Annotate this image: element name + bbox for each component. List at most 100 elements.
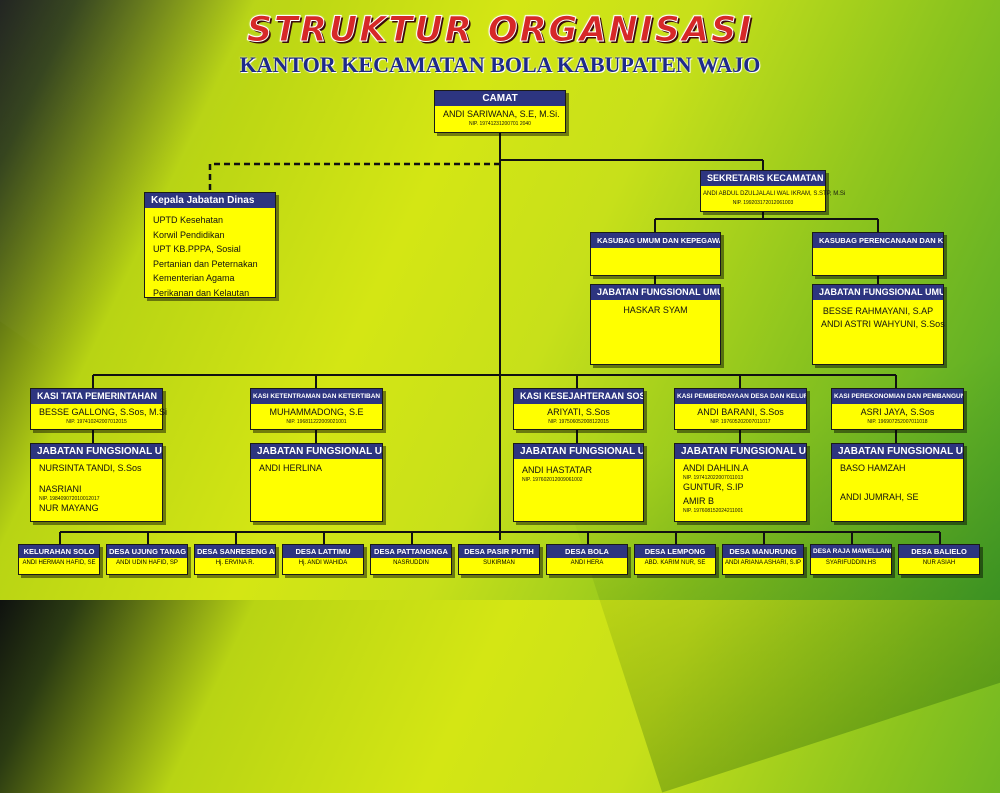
- village-head-name: ANDI HERMAN HAFID, SE: [22, 560, 96, 566]
- kasi-box: KASI PEMBERDAYAAN DESA DAN KELURAHAN AND…: [674, 388, 807, 430]
- sekretaris-name: ANDI ABDUL DZULJALALI WAL IKRAM, S.STP, …: [703, 191, 846, 197]
- village-title: DESA LATTIMU: [283, 545, 363, 558]
- village-box: DESA MANURUNG ANDI ARIANA ASHARI, S.IP: [722, 544, 804, 575]
- village-title: DESA BALIELO: [899, 545, 979, 558]
- jf-nip: NIP. 198409072010012017: [39, 496, 100, 502]
- sekretaris-box: SEKRETARIS KECAMATAN ANDI ABDUL DZULJALA…: [700, 170, 846, 212]
- village-box: DESA PATTANGNGA NASRUDDIN: [370, 544, 452, 575]
- jf-nip: NIP. 197602012009061002: [522, 477, 583, 483]
- village-head-name: Hj. ERVINA R.: [215, 560, 255, 566]
- village-head-name: Hj. ANDI WAHIDA: [298, 560, 348, 566]
- sekretaris-nip: NIP. 199203172012061003: [732, 200, 794, 206]
- page-title: STRUKTUR ORGANISASI: [246, 10, 754, 51]
- jf-umum-box: JABATAN FUNGSIONAL UMUM HASKAR SYAM: [590, 284, 721, 365]
- jf-name: BASO HAMZAH: [840, 463, 906, 473]
- kasi-name: ANDI BARANI, S.Sos: [697, 407, 784, 417]
- jf-name: NURSINTA TANDI, S.Sos: [39, 463, 142, 473]
- dinas-item: Kementerian Agama: [153, 273, 235, 283]
- jf-perencanaan-box: JABATAN FUNGSIONAL UMUM BESSE RAHMAYANI,…: [812, 284, 945, 365]
- dinas-title: Kepala Jabatan Dinas: [145, 193, 275, 208]
- page-subtitle: KANTOR KECAMATAN BOLA KABUPATEN WAJO: [239, 52, 761, 77]
- camat-title: CAMAT: [435, 91, 565, 106]
- camat-box: CAMAT ANDI SARIWANA, S.E, M.Si. NIP. 197…: [434, 90, 566, 133]
- jf-title: JABATAN FUNGSIONAL UMUM: [31, 444, 162, 459]
- jf-box: JABATAN FUNGSIONAL UMUM BASO HAMZAH ANDI…: [831, 443, 964, 522]
- kasi-title: KASI TATA PEMERINTAHAN: [31, 389, 162, 404]
- jf-box: JABATAN FUNGSIONAL UMUM NURSINTA TANDI, …: [30, 443, 163, 522]
- village-head-name: ANDI HERA: [570, 560, 604, 566]
- jf-title: JABATAN FUNGSIONAL UMUM: [514, 444, 643, 459]
- kasi-name: ARIYATI, S.Sos: [547, 407, 610, 417]
- village-head-name: ANDI ARIANA ASHARI, S.IP: [724, 560, 802, 566]
- village-head-name: ANDI UDIN HAFID, SP: [116, 560, 178, 566]
- village-title: DESA SANRESENG ADE: [195, 545, 275, 558]
- jf-name: GUNTUR, S.IP: [683, 482, 744, 492]
- jf-umum-title: JABATAN FUNGSIONAL UMUM: [591, 285, 720, 300]
- kasubag-perencanaan-title: KASUBAG PERENCANAAN DAN KEUANGAN: [813, 233, 943, 248]
- jf-perencanaan-name: BESSE RAHMAYANI, S.AP: [822, 306, 934, 316]
- village-title: KELURAHAN SOLO: [19, 545, 99, 558]
- kasi-nip: NIP. 196907252007011018: [867, 419, 928, 425]
- village-head-name: NASRUDDIN: [393, 560, 429, 566]
- village-title: DESA PASIR PUTIH: [459, 545, 539, 558]
- village-head-name: NUR ASIAH: [922, 560, 956, 566]
- village-title: DESA UJUNG TANAG: [107, 545, 187, 558]
- village-box: DESA BALIELO NUR ASIAH: [898, 544, 980, 575]
- village-box: KELURAHAN SOLO ANDI HERMAN HAFID, SE: [18, 544, 100, 575]
- jf-title: JABATAN FUNGSIONAL UMUM: [832, 444, 963, 459]
- jf-title: JABATAN FUNGSIONAL UMUM: [675, 444, 806, 459]
- kasi-nip: NIP. 197605202007011017: [710, 419, 771, 425]
- kasi-nip: NIP. 196811222009021001: [286, 419, 347, 425]
- village-title: DESA MANURUNG: [723, 545, 803, 558]
- dinas-item: Pertanian dan Peternakan: [153, 258, 258, 269]
- kasubag-umum-box: KASUBAG UMUM DAN KEPEGAWAIAN: [590, 232, 721, 276]
- village-box: DESA PASIR PUTIH SUKIRMAN: [458, 544, 540, 575]
- jf-name: AMIR B: [683, 496, 715, 506]
- jf-box: JABATAN FUNGSIONAL UMUM ANDI DAHLIN.A NI…: [674, 443, 807, 522]
- jf-nip: NIP. 197608152024211001: [683, 508, 744, 514]
- village-title: DESA BOLA: [547, 545, 627, 558]
- dinas-item: UPTD Kesehatan: [153, 215, 224, 225]
- village-head-name: SYARIFUDDIN.HS: [825, 560, 877, 566]
- jf-perencanaan-title: JABATAN FUNGSIONAL UMUM: [813, 285, 943, 300]
- jf-nip: NIP. 197412022007011013: [683, 475, 744, 481]
- jf-name: ANDI DAHLIN.A: [683, 463, 749, 473]
- dinas-item: Korwil Pendidikan: [153, 229, 225, 240]
- kasubag-umum-title: KASUBAG UMUM DAN KEPEGAWAIAN: [591, 233, 720, 248]
- jf-title: JABATAN FUNGSIONAL UMUM: [251, 444, 382, 459]
- kasi-title: KASI PEMBERDAYAAN DESA DAN KELURAHAN: [675, 389, 806, 404]
- dinas-item: UPT KB.PPPA, Sosial: [153, 244, 241, 254]
- connector-lines: [59, 133, 941, 544]
- village-box: DESA LATTIMU Hj. ANDI WAHIDA: [282, 544, 364, 575]
- village-box: DESA RAJA MAWELLANG SYARIFUDDIN.HS: [810, 544, 892, 575]
- jf-box: JABATAN FUNGSIONAL UMUM ANDI HASTATAR NI…: [513, 443, 644, 522]
- kasi-name: MUHAMMADONG, S.E: [269, 407, 364, 417]
- jf-name: ANDI HASTATAR: [522, 465, 593, 475]
- kasi-box: KASI KESEJAHTERAAN SOSIAL ARIYATI, S.Sos…: [513, 388, 644, 430]
- kasi-box: KASI PEREKONOMIAN DAN PEMBANGUNAN ASRI J…: [831, 388, 964, 430]
- dinas-box: Kepala Jabatan Dinas UPTD Kesehatan Korw…: [144, 192, 276, 298]
- village-box: DESA SANRESENG ADE Hj. ERVINA R.: [194, 544, 276, 575]
- kasi-nip: NIP. 197506052008122015: [548, 419, 609, 425]
- jf-name: ANDI JUMRAH, SE: [840, 492, 919, 502]
- kasi-name: BESSE GALLONG, S.Sos, M.Si: [39, 407, 168, 417]
- kasi-box: KASI KETENTRAMAN DAN KETERTIBAN UMUM MUH…: [250, 388, 383, 430]
- jf-perencanaan-name: ANDI ASTRI WAHYUNI, S.Sos: [821, 319, 945, 329]
- jf-box: JABATAN FUNGSIONAL UMUM ANDI HERLINA: [250, 443, 383, 522]
- village-title: DESA PATTANGNGA: [371, 545, 451, 558]
- camat-name: ANDI SARIWANA, S.E, M.Si.: [443, 109, 560, 119]
- village-title: DESA LEMPONG: [635, 545, 715, 558]
- village-box: DESA BOLA ANDI HERA: [546, 544, 628, 575]
- kasi-nip: NIP. 197410242007012015: [66, 419, 127, 425]
- kasi-box: KASI TATA PEMERINTAHAN BESSE GALLONG, S.…: [30, 388, 168, 430]
- kasi-title: KASI KESEJAHTERAAN SOSIAL: [514, 389, 643, 404]
- camat-nip: NIP. 19741231200701 2040: [469, 121, 531, 127]
- dinas-item: Perikanan dan Kelautan: [153, 287, 250, 298]
- kasi-name: ASRI JAYA, S.Sos: [860, 407, 935, 417]
- village-title: DESA RAJA MAWELLANG: [811, 545, 891, 558]
- village-head-name: SUKIRMAN: [483, 560, 515, 566]
- jf-name: NUR MAYANG: [39, 503, 99, 513]
- sekretaris-title: SEKRETARIS KECAMATAN: [701, 171, 825, 186]
- jf-name: ANDI HERLINA: [259, 463, 323, 473]
- village-box: DESA UJUNG TANAG ANDI UDIN HAFID, SP: [106, 544, 188, 575]
